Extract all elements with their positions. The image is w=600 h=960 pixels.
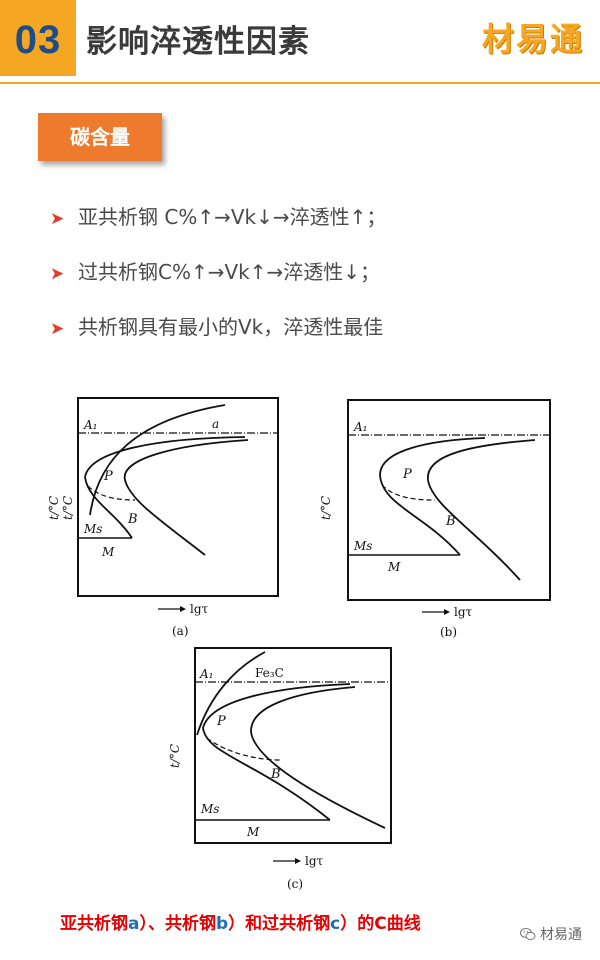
label-b: B <box>127 512 138 527</box>
label-p: P <box>103 469 113 484</box>
x-axis-label: lgτ <box>454 605 473 619</box>
y-axis-label: t/°C <box>168 744 182 768</box>
caption-part: a <box>128 914 140 934</box>
caption-part: ）和过共析钢 <box>228 914 331 934</box>
label-fe3c: Fe₃C <box>255 666 284 680</box>
label-p: P <box>216 714 226 729</box>
brand-logo: 材易通 <box>481 20 584 58</box>
bullet-item: ➤ 共析钢具有最小的Vk，淬透性最佳 <box>50 311 383 340</box>
x-axis-label: lgτ <box>190 602 209 616</box>
bainite-dashed <box>87 485 136 501</box>
figure-label: (b) <box>440 625 457 639</box>
start-curve <box>84 436 246 539</box>
x-arrow-head <box>180 606 186 612</box>
bullet-text: 亚共析钢 C%↑→Vk↓→淬透性↑； <box>78 205 387 229</box>
bullet-item: ➤ 过共析钢C%↑→Vk↑→淬透性↓； <box>50 256 380 285</box>
bullet-item: ➤ 亚共析钢 C%↑→Vk↓→淬透性↑； <box>50 201 386 230</box>
caption-part: ）的C曲线 <box>340 914 421 934</box>
label-m: M <box>387 560 401 574</box>
y-axis-label: t/°C <box>47 496 61 520</box>
label-a-curve: a <box>212 417 219 431</box>
bullet-text: 过共析钢C%↑→Vk↑→淬透性↓； <box>78 260 381 284</box>
label-m: M <box>101 545 115 559</box>
finish-curve <box>427 439 536 581</box>
wechat-icon <box>520 928 536 941</box>
y-axis-label-dup: t/°C <box>61 496 75 520</box>
bullet-arrow-icon: ➤ <box>50 264 65 284</box>
caption-part: ）、共析钢 <box>139 914 216 934</box>
c-curve-figure-a: A₁ a P B Ms M t/°C t/°C lgτ (a) <box>47 397 279 638</box>
bullet-text: 共析钢具有最小的Vk，淬透性最佳 <box>78 315 384 339</box>
figure-frame <box>194 647 392 844</box>
label-a1: A₁ <box>199 667 213 681</box>
header-divider <box>0 82 600 84</box>
figure-label: (c) <box>287 877 303 891</box>
figure-caption: 亚共析钢a）、共析钢b）和过共析钢c）的C曲线 <box>60 909 421 934</box>
label-m: M <box>246 825 260 839</box>
ferrite-curve <box>89 404 226 516</box>
c-curve-figure-c: A₁ Fe₃C P B Ms M t/°C lgτ (c) <box>168 647 392 891</box>
topic-tag: 碳含量 <box>38 113 162 161</box>
bullet-arrow-icon: ➤ <box>50 209 65 229</box>
page-title: 影响淬透性因素 <box>86 24 310 60</box>
start-curve <box>379 437 486 556</box>
label-p: P <box>402 467 412 482</box>
figure-label: (a) <box>172 624 189 638</box>
label-b: B <box>445 514 456 529</box>
finish-curve <box>123 439 249 556</box>
caption-part: b <box>215 914 229 934</box>
section-number: 03 <box>0 0 76 76</box>
bullet-arrow-icon: ➤ <box>50 319 65 339</box>
cementite-curve <box>196 651 266 736</box>
x-arrow-head <box>295 858 301 864</box>
finish-curve <box>250 686 386 829</box>
y-axis-label: t/°C <box>319 496 333 520</box>
label-a1: A₁ <box>83 418 97 432</box>
figure-frame <box>77 397 279 597</box>
watermark-text: 材易通 <box>540 927 582 943</box>
label-ms: Ms <box>200 802 219 816</box>
label-a1: A₁ <box>353 420 367 434</box>
label-ms: Ms <box>353 539 372 553</box>
label-b: B <box>270 767 281 782</box>
figure-frame <box>347 399 551 601</box>
bainite-dashed <box>381 484 436 501</box>
caption-part: c <box>330 914 341 934</box>
start-curve <box>202 683 351 821</box>
label-ms: Ms <box>83 522 102 536</box>
watermark: 材易通 <box>520 924 582 944</box>
caption-part: 亚共析钢 <box>60 914 128 934</box>
x-axis-label: lgτ <box>305 854 324 868</box>
x-arrow-head <box>444 609 450 615</box>
c-curve-figure-b: A₁ P B Ms M t/°C lgτ (b) <box>319 399 551 639</box>
